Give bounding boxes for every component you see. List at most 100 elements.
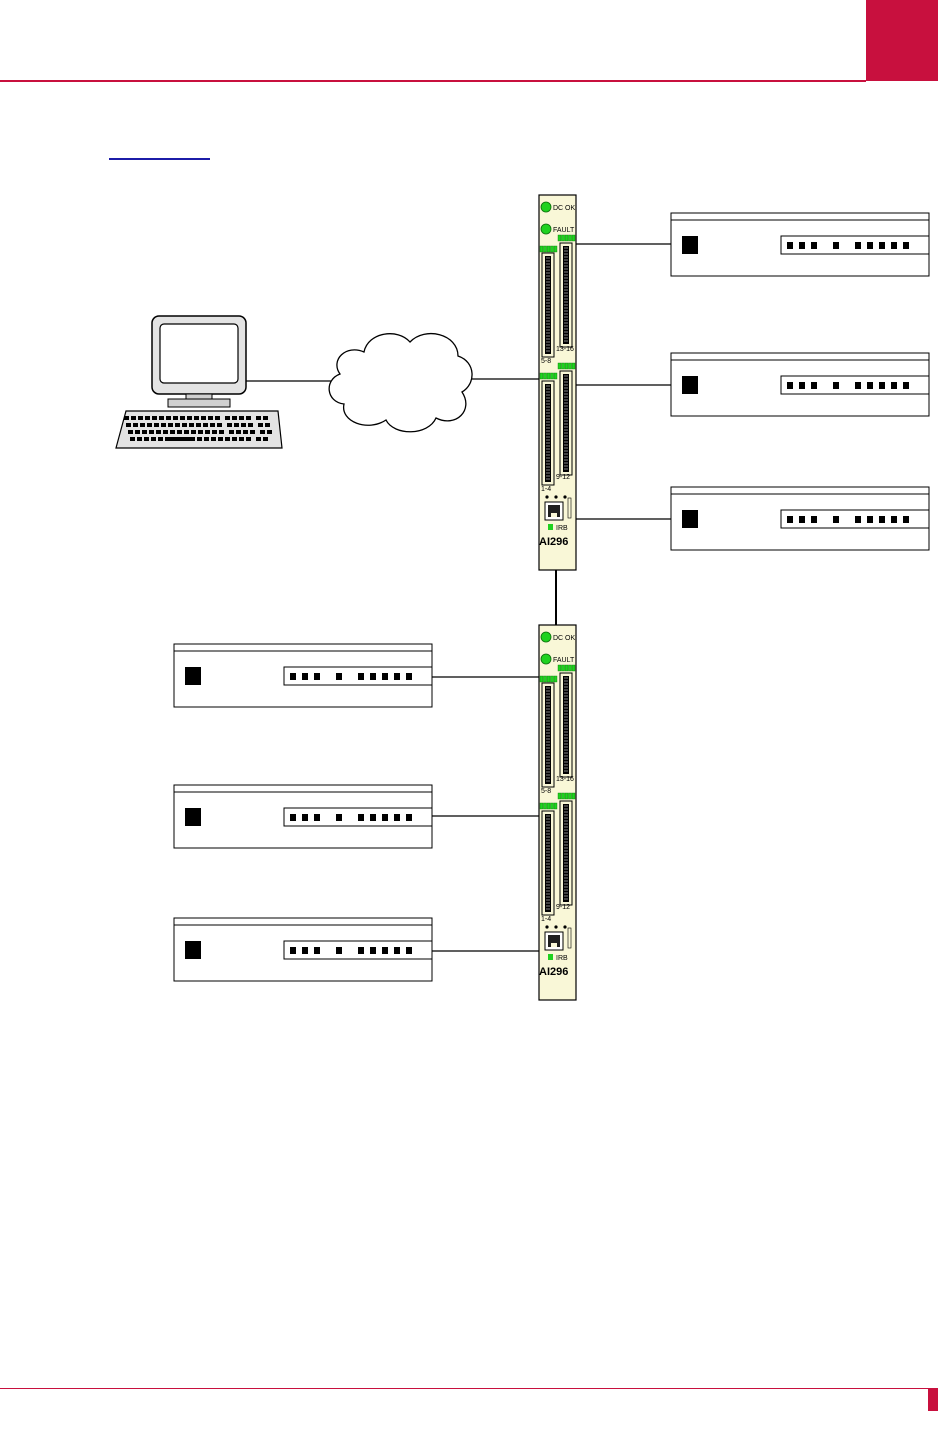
keyboard-key — [239, 437, 244, 441]
keyboard-key — [198, 430, 203, 434]
keyboard-key — [180, 416, 185, 420]
keyboard-key — [137, 437, 142, 441]
keyboard-key — [215, 416, 220, 420]
keyboard-keys — [124, 416, 272, 441]
port-led — [543, 675, 547, 683]
port-label-lower-right: 9-12 — [556, 904, 570, 911]
device-port-icon — [811, 382, 817, 389]
keyboard-key — [187, 416, 192, 420]
port-led — [561, 664, 565, 672]
keyboard-key — [265, 423, 270, 427]
device-port-icon — [394, 673, 400, 680]
device-port-icon — [855, 242, 861, 249]
device-port-icon — [302, 673, 308, 680]
keyboard-key — [158, 437, 163, 441]
device-port-icon — [290, 814, 296, 821]
keyboard-key — [182, 423, 187, 427]
port-led — [568, 792, 572, 800]
keyboard-key — [229, 430, 234, 434]
device-port-icon — [290, 673, 296, 680]
keyboard-key — [142, 430, 147, 434]
keyboard-key — [147, 423, 152, 427]
keyboard-key — [159, 416, 164, 420]
keyboard-key — [196, 423, 201, 427]
keyboard-key — [250, 430, 255, 434]
device-port-icon — [336, 947, 342, 954]
footer-rule — [0, 1388, 938, 1389]
port-led — [553, 372, 558, 380]
device-port-icon — [406, 947, 412, 954]
ethernet-port-key — [551, 943, 557, 947]
model-label: AI296 — [539, 966, 568, 978]
irb-led-icon — [548, 954, 553, 960]
device-port-icon — [336, 814, 342, 821]
keyboard-key — [156, 430, 161, 434]
device-port-icon — [358, 814, 364, 821]
dc-ok-led-icon — [540, 631, 552, 643]
port-led — [550, 372, 554, 380]
status-dot-icon — [563, 495, 567, 499]
keyboard-key — [135, 430, 140, 434]
device-port-icon — [382, 814, 388, 821]
keyboard-key — [246, 437, 251, 441]
dc-ok-label: DC OK — [553, 635, 576, 642]
port-label-upper-right: 13-16 — [556, 346, 574, 353]
device-port-icon — [855, 382, 861, 389]
keyboard-key — [219, 430, 224, 434]
device-port-icon — [358, 673, 364, 680]
keyboard-key — [184, 430, 189, 434]
keyboard-key — [165, 437, 195, 441]
keyboard-key — [175, 423, 180, 427]
device-port-icon — [867, 242, 873, 249]
keyboard-key — [263, 437, 268, 441]
port-led — [550, 245, 554, 253]
keyboard-key — [210, 423, 215, 427]
keyboard-key — [194, 416, 199, 420]
keyboard-key — [128, 430, 133, 434]
device-port-icon — [799, 516, 805, 523]
device-port-icon — [370, 673, 376, 680]
port-led — [564, 792, 569, 800]
keyboard-key — [256, 416, 261, 420]
port-led — [546, 675, 551, 683]
cross-reference-link[interactable] — [109, 144, 210, 160]
keyboard-key — [149, 430, 154, 434]
port-label-lower-right: 9-12 — [556, 474, 570, 481]
device-indicator-icon — [682, 236, 698, 254]
port-led — [561, 234, 565, 242]
keyboard-key — [170, 430, 175, 434]
device-port-icon — [336, 673, 342, 680]
device-port-icon — [891, 516, 897, 523]
side-switch-icon — [567, 927, 572, 949]
status-dot-icon — [563, 925, 567, 929]
port-led — [557, 234, 562, 242]
port-led — [539, 245, 544, 253]
keyboard-key — [248, 423, 253, 427]
network-cloud-icon — [328, 332, 473, 433]
device-port-icon — [855, 516, 861, 523]
device-indicator-icon — [185, 808, 201, 826]
keyboard-key — [203, 423, 208, 427]
device-port-icon — [314, 673, 320, 680]
port-led — [571, 234, 576, 242]
keyboard-key — [232, 437, 237, 441]
device-port-icon — [903, 382, 909, 389]
port-led — [553, 802, 558, 810]
keyboard-key — [208, 416, 213, 420]
port-led — [553, 675, 558, 683]
port-led — [539, 802, 544, 810]
keyboard-key — [177, 430, 182, 434]
keyboard-key — [161, 423, 166, 427]
device-port-icon — [358, 947, 364, 954]
keyboard-key — [212, 430, 217, 434]
keyboard-key — [168, 423, 173, 427]
fault-led-icon — [540, 223, 552, 235]
port-led — [557, 362, 562, 370]
model-label: AI296 — [539, 536, 568, 548]
port-led — [539, 675, 544, 683]
keyboard-key — [126, 423, 131, 427]
keyboard-key — [204, 437, 209, 441]
device-box — [670, 486, 930, 551]
device-port-icon — [811, 516, 817, 523]
